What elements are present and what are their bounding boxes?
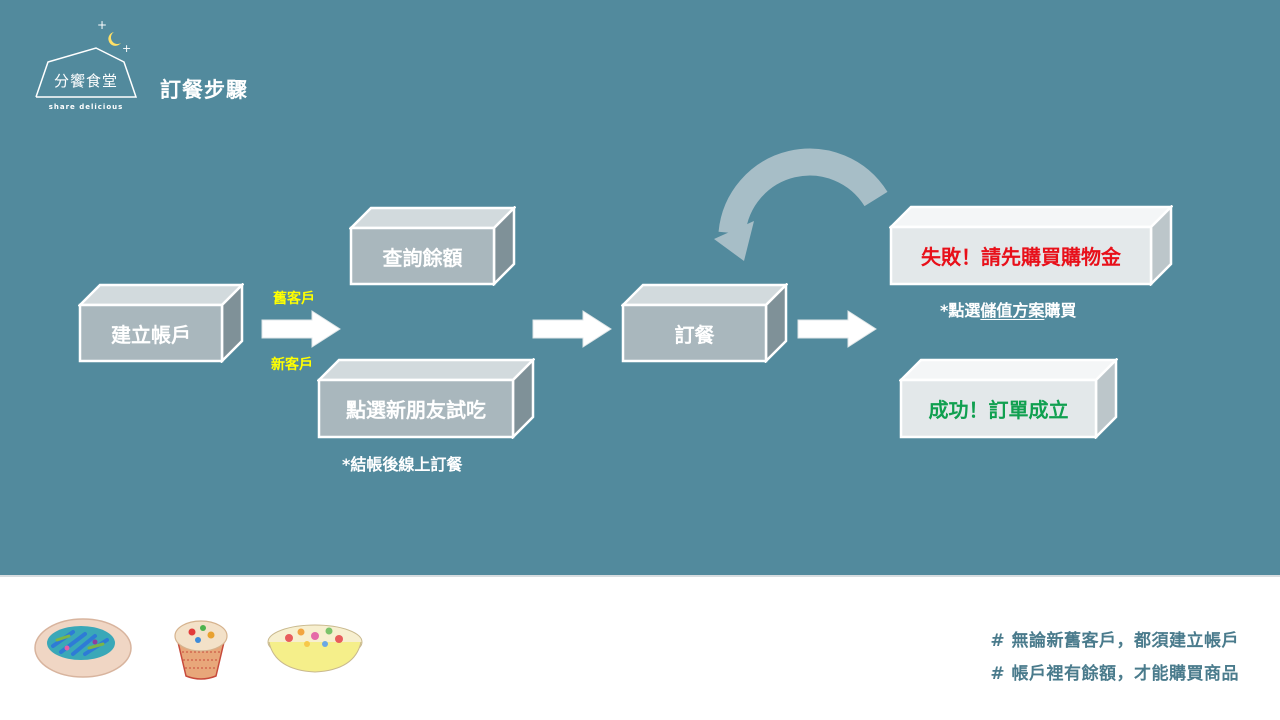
food-cup-illustration bbox=[174, 620, 228, 680]
box-shape bbox=[78, 283, 244, 363]
logo-name: 分饗食堂 bbox=[53, 72, 118, 90]
loop-arrow-icon bbox=[714, 148, 888, 261]
node-trial: 點選新朋友試吃 bbox=[317, 358, 535, 439]
box-shape bbox=[889, 205, 1173, 286]
fail-note-prefix: *點選 bbox=[940, 301, 981, 320]
svg-text:+: + bbox=[122, 42, 131, 55]
node-label: 成功！訂單成立 bbox=[928, 398, 1069, 422]
svg-text:+: + bbox=[97, 18, 107, 32]
node-success: 成功！訂單成立 bbox=[899, 358, 1118, 439]
box-shape bbox=[621, 283, 788, 363]
arrow-right-icon bbox=[797, 310, 877, 348]
node-label: 查詢餘額 bbox=[382, 245, 463, 270]
arrow-right-icon bbox=[261, 310, 341, 348]
page-title: 訂餐步驟 bbox=[160, 78, 248, 102]
trial-note: *結帳後線上訂餐 bbox=[342, 455, 463, 474]
edge-label-old-customer: 舊客戶 bbox=[273, 291, 315, 307]
food-plate-illustration bbox=[34, 618, 132, 678]
box-shape bbox=[349, 206, 516, 286]
node-create-account: 建立帳戶 bbox=[78, 283, 244, 363]
logo-house-icon: + + bbox=[35, 18, 138, 98]
stored-value-plan-link[interactable]: 儲值方案 bbox=[980, 301, 1045, 320]
node-label: 建立帳戶 bbox=[111, 322, 191, 347]
node-label: 訂餐 bbox=[674, 322, 715, 347]
box-shape bbox=[899, 358, 1118, 439]
fail-note-suffix: 購買 bbox=[1044, 301, 1077, 320]
node-order: 訂餐 bbox=[621, 283, 788, 363]
node-check-balance: 查詢餘額 bbox=[349, 206, 516, 286]
footer-hint: # 帳戶裡有餘額，才能購買商品 bbox=[990, 664, 1239, 684]
edge-label-new-customer: 新客戶 bbox=[271, 357, 313, 373]
fail-note: *點選儲值方案購買 bbox=[940, 297, 1076, 321]
box-shape bbox=[317, 358, 535, 439]
arrow-right-icon bbox=[532, 310, 612, 348]
divider bbox=[0, 575, 1280, 577]
logo-tagline: share delicious bbox=[48, 103, 124, 111]
node-label: 失敗！請先購買購物金 bbox=[921, 245, 1121, 269]
node-label: 點選新朋友試吃 bbox=[346, 398, 486, 422]
footer-hint: # 無論新舊客戶，都須建立帳戶 bbox=[990, 631, 1239, 651]
logo: + + 分饗食堂 share delicious bbox=[30, 18, 142, 116]
food-bowl-illustration bbox=[267, 624, 363, 673]
node-fail: 失敗！請先購買購物金 bbox=[889, 205, 1173, 286]
